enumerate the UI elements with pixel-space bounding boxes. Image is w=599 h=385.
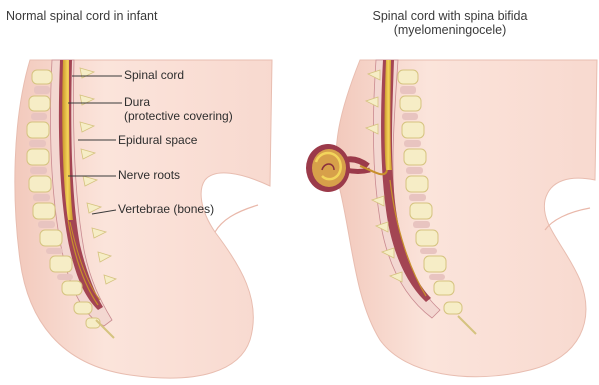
label-dura-subtitle: (protective covering) xyxy=(124,110,233,123)
label-nerve-roots: Nerve roots xyxy=(118,169,180,182)
label-vertebrae: Vertebrae (bones) xyxy=(118,203,214,216)
label-dura: Dura xyxy=(124,96,150,109)
label-spinal-cord: Spinal cord xyxy=(124,69,184,82)
label-epidural-space: Epidural space xyxy=(118,134,197,147)
